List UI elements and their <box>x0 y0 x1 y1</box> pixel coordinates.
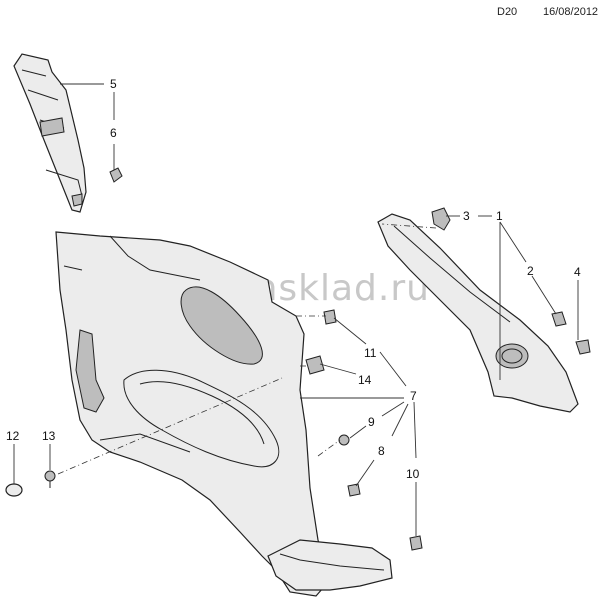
clip-11 <box>323 309 337 325</box>
rear-pillar-trim <box>377 213 579 413</box>
callout-6: 6 <box>110 126 117 140</box>
callout-5: 5 <box>110 77 117 91</box>
clip-10 <box>409 535 423 551</box>
callout-9: 9 <box>368 415 375 429</box>
fastener-9 <box>338 434 350 446</box>
clip-3 <box>431 207 451 231</box>
callout-8: 8 <box>378 444 385 458</box>
callout-14: 14 <box>358 373 372 387</box>
callout-7: 7 <box>410 389 417 403</box>
callout-13: 13 <box>42 429 56 443</box>
quarter-trim-panel <box>55 231 393 597</box>
callout-4: 4 <box>574 265 581 279</box>
callout-1: 1 <box>496 209 503 223</box>
callout-12: 12 <box>6 429 20 443</box>
diagram-date: 16/08/2012 <box>543 6 599 18</box>
screw-13 <box>44 470 56 488</box>
cap-12 <box>5 483 23 497</box>
fastener-8 <box>347 483 361 497</box>
clip-4 <box>575 339 591 355</box>
callout-2: 2 <box>527 264 534 278</box>
callout-10: 10 <box>406 467 420 481</box>
clip-6 <box>109 167 123 183</box>
callout-11: 11 <box>364 346 377 360</box>
clip-2 <box>551 311 567 327</box>
callout-3: 3 <box>463 209 470 223</box>
diagram-code: D20 <box>497 6 518 18</box>
upper-pillar-trim <box>13 53 87 213</box>
clip-14 <box>305 355 325 375</box>
